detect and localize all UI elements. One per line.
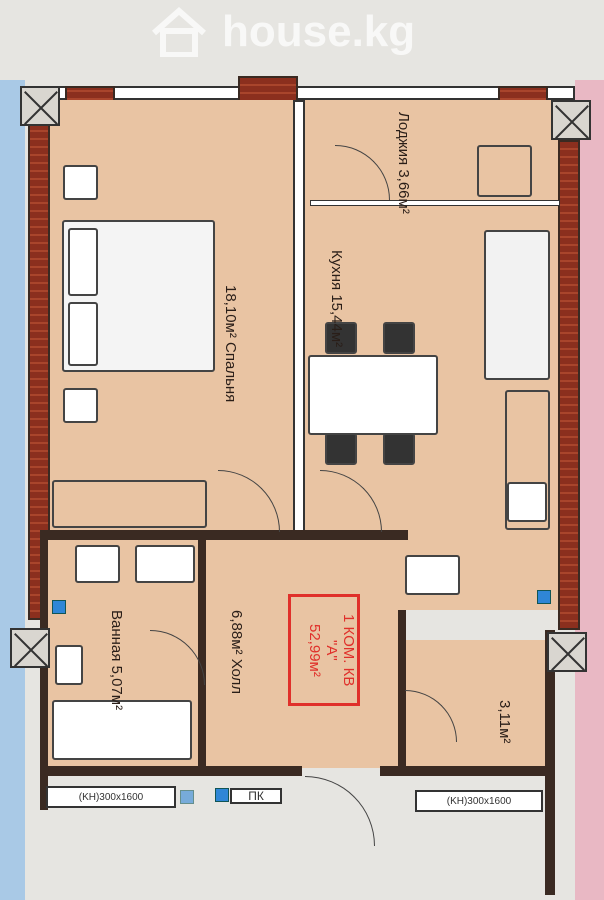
- wall-storage-right: [545, 630, 555, 895]
- toilet: [55, 645, 83, 685]
- watermark-text: house.kg: [222, 7, 416, 56]
- sink: [405, 555, 460, 595]
- watermark: house.kg: [150, 2, 415, 62]
- bathroom-area: 5,07м²: [108, 665, 125, 711]
- bathtub: [52, 700, 192, 760]
- partition-loggia: [310, 200, 560, 206]
- bedroom-name: Спальня: [222, 342, 239, 403]
- apartment-area: 52,99м²: [306, 623, 323, 677]
- neighbor-left-blue: [0, 80, 25, 900]
- apartment-tag: 1 КОМ. КВ "A" 52,99м²: [288, 594, 360, 706]
- column: [547, 632, 587, 672]
- vent-icon: [180, 790, 194, 804]
- house-icon: [152, 7, 206, 57]
- hall-area: 6,88м²: [228, 610, 245, 655]
- kitchen-name: Кухня: [328, 250, 345, 291]
- bedroom-area: 18,10м²: [222, 285, 239, 338]
- window-bathroom: (KH)300x1600: [46, 786, 176, 808]
- column: [20, 86, 60, 126]
- vent-icon: [215, 788, 229, 802]
- dining-table: [308, 355, 438, 435]
- vent-icon: [537, 590, 551, 604]
- kitchen-label: Кухня 15,44м²: [328, 250, 345, 347]
- sofa: [484, 230, 550, 380]
- nightstand: [63, 165, 98, 200]
- nightstand: [63, 388, 98, 423]
- bathroom-label: Ванная 5,07м²: [108, 610, 125, 710]
- door-entrance[interactable]: [305, 776, 375, 846]
- wall-bottom-right: [380, 766, 555, 776]
- loggia-box: [477, 145, 532, 197]
- vent-icon: [52, 600, 66, 614]
- wall-bath-top: [40, 530, 408, 540]
- shaft-label: ПК: [230, 788, 282, 804]
- partition-hall-storage: [398, 610, 406, 770]
- storage-area: 3,11м²: [496, 700, 513, 744]
- top-brick-mid: [238, 76, 298, 102]
- column: [10, 628, 50, 668]
- wall-bath-left: [40, 530, 48, 810]
- loggia-area: 3,66м²: [395, 169, 412, 214]
- kitchen-area: 15,44м²: [328, 294, 345, 348]
- stove: [507, 482, 547, 522]
- hall-name: Холл: [228, 658, 245, 695]
- storage-label: 3,11м²: [496, 700, 513, 743]
- partition-bath-hall: [198, 540, 206, 768]
- partition-bedroom-kitchen: [293, 100, 305, 532]
- chair: [325, 322, 357, 354]
- loggia-name: Лоджия: [395, 112, 412, 166]
- bathroom-name: Ванная: [108, 610, 125, 662]
- apartment-type: 1 КОМ. КВ: [340, 613, 357, 687]
- wall-bottom-left: [40, 766, 302, 776]
- chair: [325, 433, 357, 465]
- window-storage: (KH)300x1600: [415, 790, 543, 812]
- chair: [383, 433, 415, 465]
- hall-label: 6,88м² Холл: [228, 610, 245, 694]
- chair: [383, 322, 415, 354]
- hall: [206, 540, 400, 768]
- apartment-letter: "A": [323, 639, 340, 661]
- pillow: [68, 228, 98, 296]
- pillow: [68, 302, 98, 366]
- wardrobe: [52, 480, 207, 528]
- washbasin: [135, 545, 195, 583]
- column: [551, 100, 591, 140]
- right-wall: [558, 140, 580, 630]
- bedroom-label: 18,10м² Спальня: [222, 285, 239, 402]
- loggia-label: Лоджия 3,66м²: [395, 112, 412, 214]
- washing-machine: [75, 545, 120, 583]
